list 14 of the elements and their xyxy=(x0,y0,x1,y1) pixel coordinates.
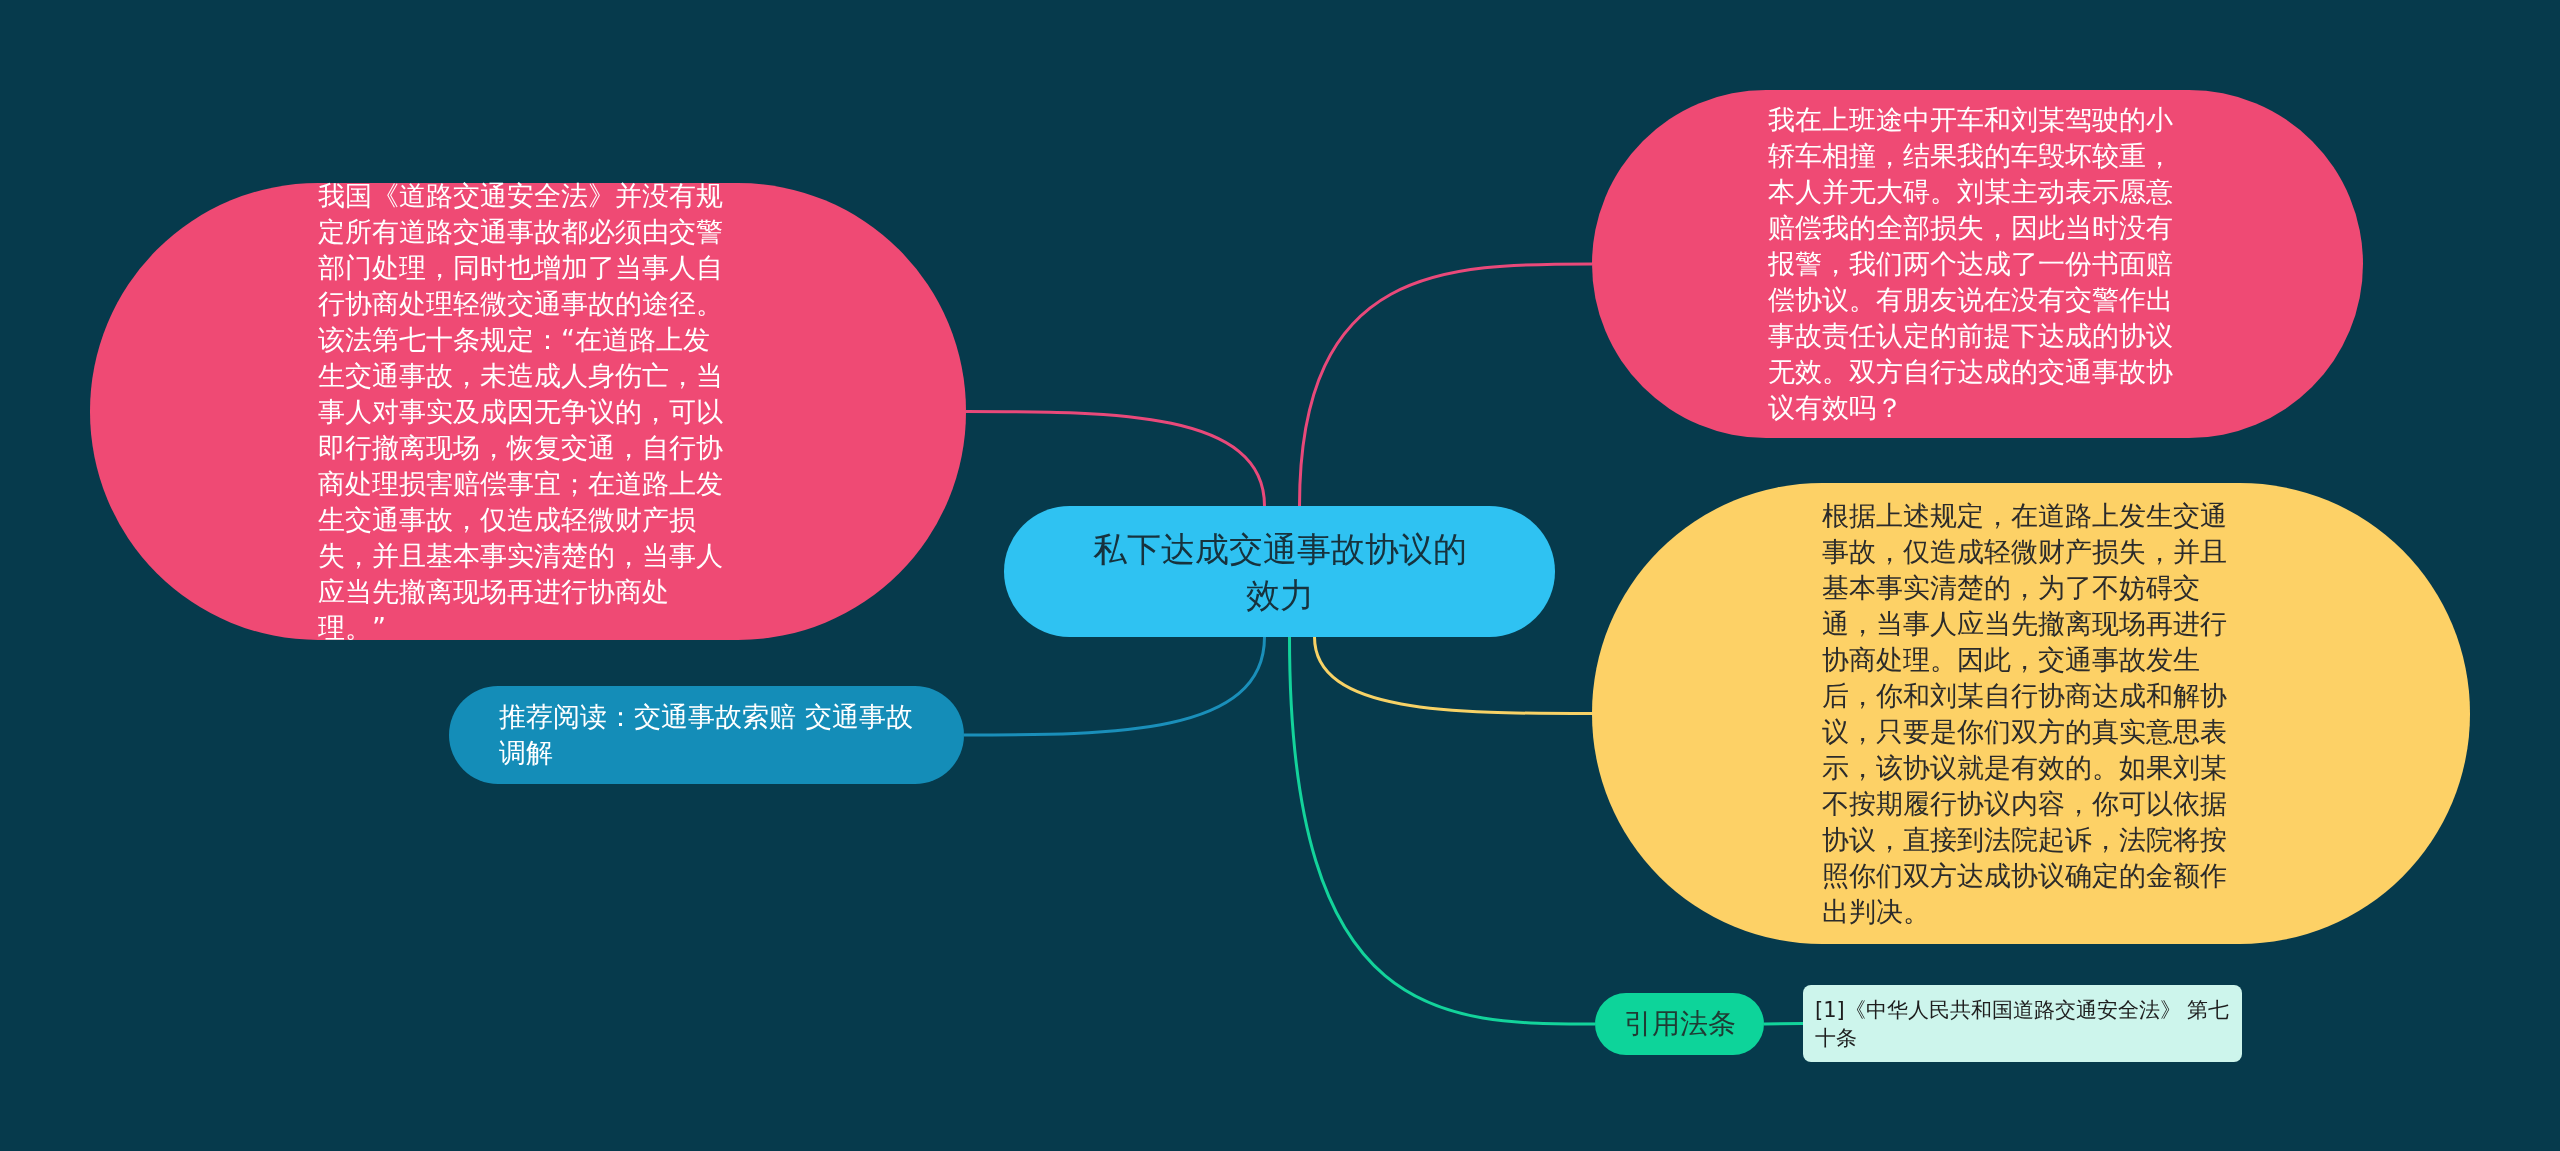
node-text: 我国《道路交通安全法》并没有规定所有道路交通事故都必须由交警部门处理，同时也增加了当事人自行协商处理轻微交通事故的途径。该法第七十条规定：“在道路上发生交通事故，未造成人身伤亡，当事人对事实及成因无争议的，可以即行撤离现场，恢复交通，自行协商处理损害赔偿事宜；在道路上发生交通事故，仅造成轻微财产损失，并且基本事实清楚的，当事人应当先撤离现场再进行协商处理。” xyxy=(318,178,724,645)
node-text: 引用法条 xyxy=(1622,1006,1737,1042)
node-text: 推荐阅读：交通事故索赔 交通事故调解 xyxy=(499,700,914,770)
connector-line xyxy=(1288,636,1595,1026)
connector-line xyxy=(1298,262,1592,507)
connector-line xyxy=(964,636,1266,737)
connector-line xyxy=(1763,1022,1804,1026)
connector-line xyxy=(966,410,1266,507)
connector-line xyxy=(1313,636,1592,715)
node-text: 根据上述规定，在道路上发生交通事故，仅造成轻微财产损失，并且基本事实清楚的，为了不妨碍交通，当事人应当先撤离现场再进行协商处理。因此，交通事故发生后，你和刘某自行协商达成和解协议，只要是你们双方的真实意思表示，该协议就是有效的。如果刘某不按期履行协议内容，你可以依据协议，直接到法院起诉，法院将按照你们双方达成协议确定的金额作出判决。 xyxy=(1822,498,2228,929)
reference-box xyxy=(1803,985,2242,1062)
node-text: [1]《中华人民共和国道路交通安全法》 第七十条 xyxy=(1815,996,2230,1052)
node-text: 我在上班途中开车和刘某驾驶的小轿车相撞，结果我的车毁坏较重，本人并无大碍。刘某主动表示愿意赔偿我的全部损失，因此当时没有报警，我们两个达成了一份书面赔偿协议。有朋友说在没有交警作出事故责任认定的前提下达成的协议无效。双方自行达成的交通事故协议有效吗？ xyxy=(1768,103,2174,425)
topic-text: 私下达成交通事故协议的效力 xyxy=(1091,527,1468,617)
